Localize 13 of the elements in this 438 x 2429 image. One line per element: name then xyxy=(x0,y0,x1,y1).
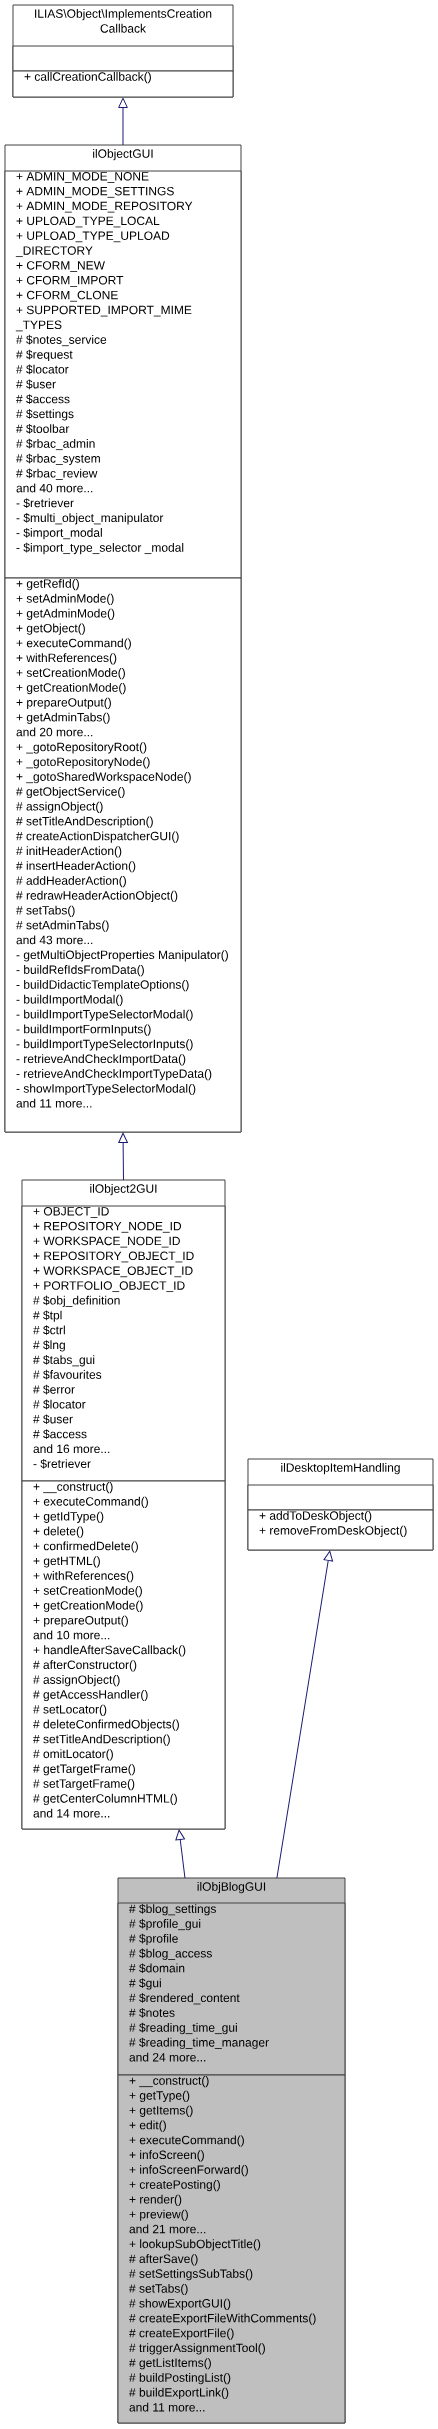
empty-compartment xyxy=(12,45,234,72)
empty-compartment xyxy=(247,1484,434,1511)
member-compartment: + ADMIN_MODE_NONE + ADMIN_MODE_SETTINGS + ADMIN_MODE_REPOSITORY + UPLOAD_TYPE_LOCAL + UPLOAD_TYPE_UPLOAD _DIRECTORY + CFORM_NEW + CFORM_IMPORT + CFORM_CLONE + SUPPORTED_IMPORT_MIME _TYPES # $notes_service # $request # $locator # $user # $access # $settings # $toolbar # $rbac_admin # $rbac_system # $rbac_review and 40 more... - $retriever - $multi_object_manipulator - $import_modal - $import_type_selector _modal xyxy=(4,170,242,579)
member-compartment: + __construct() + executeCommand() + getIdType() + delete() + confirmedDelete() + getHTML() + withReferences() + setCreationMode() + getCreationMode() + prepareOutput() and 10 more... + handleAfterSaveCallback() # afterConstructor() # assignObject() # getAccessHandler() # setLocator() # deleteConfirmedObjects() # setTitleAndDescription() # omitLocator() # getTargetFrame() # setTargetFrame() # getCenterColumnHTML() and 14 more... xyxy=(21,1480,226,1830)
inheritance-arrow xyxy=(118,97,128,146)
member-compartment: + callCreationCallback() xyxy=(12,70,234,98)
member-compartment: + OBJECT_ID + REPOSITORY_NODE_ID + WORKSPACE_NODE_ID + REPOSITORY_OBJECT_ID + WORKSPACE_OBJECT_ID + PORTFOLIO_OBJECT_ID # $obj_definition # $tpl # $ctrl # $lng # $tabs_gui # $favourites # $error # $locator # $user # $access and 16 more... - $retriever xyxy=(21,1205,226,1482)
inheritance-arrow xyxy=(276,1550,334,1879)
inheritance-arrow xyxy=(175,1829,186,1879)
inheritance-arrow xyxy=(118,1132,128,1181)
member-compartment: + addToDeskObject() + removeFromDeskObject() xyxy=(247,1509,434,1551)
member-compartment: # $blog_settings # $profile_gui # $profile # $blog_access # $domain # $gui # $rendered_content # $notes # $reading_time_gui # $reading_time_manager and 24 more... xyxy=(117,1902,346,2076)
member-compartment: + getRefId() + setAdminMode() + getAdminMode() + getObject() + executeCommand() + withReferences() + setCreationMode() + getCreationMode() + prepareOutput() + getAdminTabs() and 20 more... + _gotoRepositoryRoot() + _gotoRepositoryNode() + _gotoSharedWorkspaceNode() # getObjectService() # assignObject() # setTitleAndDescription() # createActionDispatcherGUI() # initHeaderAction() # insertHeaderAction() # addHeaderAction() # redrawHeaderActionObject() # setTabs() # setAdminTabs() and 43 more... - getMultiObjectProperties Manipulator() - buildRefIdsFromData() - buildDidacticTemplateOptions() - buildImportModal() - buildImportTypeSelectorModal() - buildImportFormInputs() - buildImportTypeSelectorInputs() - retrieveAndCheckImportData() - retrieveAndCheckImportTypeData() - showImportTypeSelectorModal() and 11 more... xyxy=(4,577,242,1133)
